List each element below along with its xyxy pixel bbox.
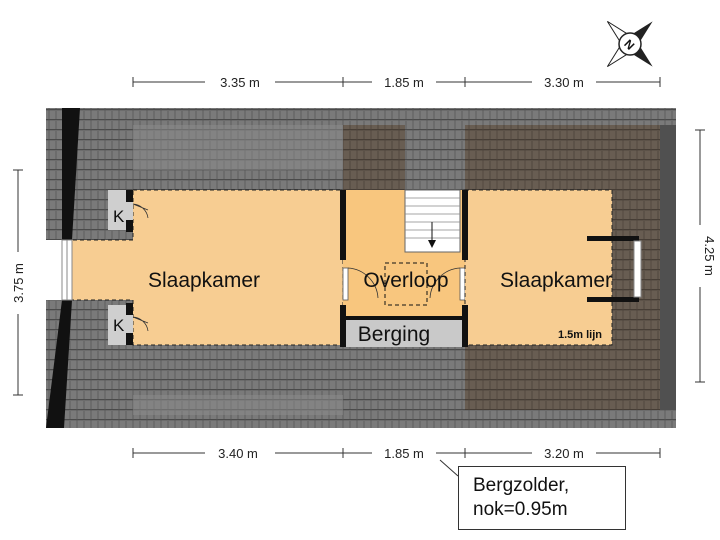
landing-door-right [429, 267, 461, 299]
dim-top-2: 1.85 m [384, 75, 424, 90]
dormer-wall-bottom [587, 297, 639, 302]
dim-bottom-1: 3.40 m [218, 446, 258, 461]
dim-left: 3.75 m [11, 263, 26, 303]
gable-wall-top [62, 108, 80, 240]
dim-bottom-3: 3.20 m [544, 446, 584, 461]
dimensions-top: 3.35 m 1.85 m 3.30 m [132, 74, 661, 90]
left-bedroom-label: Slaapkamer [148, 269, 260, 292]
dimensions-bottom: 3.40 m 1.85 m 3.20 m [132, 445, 661, 461]
compass-rose [606, 20, 653, 68]
storage-label: Berging [358, 323, 430, 346]
wall-storage [343, 316, 465, 320]
note-leader [439, 459, 459, 477]
dim-bottom-2: 1.85 m [384, 446, 424, 461]
landing-door-left [347, 267, 379, 299]
roof-brown-bottom-right [465, 345, 660, 410]
dimensions-right: 4.25 m [692, 129, 717, 383]
staircase [404, 189, 461, 253]
attic-note-line1: Bergzolder, [473, 475, 570, 496]
dormer-top-left [133, 125, 343, 170]
line-height-label: 1.5m lijn [558, 329, 602, 341]
landing-label: Overloop [363, 269, 448, 292]
storage: Berging [343, 320, 465, 347]
closet-top-label: K [113, 207, 125, 226]
walls [340, 190, 468, 347]
hatch [384, 262, 428, 306]
wall-right-landing-top [462, 190, 468, 260]
dim-top-1: 3.35 m [220, 75, 260, 90]
dormer-wall-top [587, 236, 639, 241]
right-bedroom-floor [464, 189, 613, 346]
dim-right: 4.25 m [702, 236, 717, 276]
dim-top-3: 3.30 m [544, 75, 584, 90]
dimensions-left: 3.75 m [10, 169, 26, 396]
roof-brown-top-mid [343, 125, 405, 190]
right-bedroom-label: Slaapkamer [500, 269, 612, 292]
attic-note: Bergzolder, nok=0.95m [458, 466, 626, 530]
dormer-window [633, 240, 642, 298]
closet-bottom-door [132, 316, 149, 332]
closet-bottom-label: K [113, 316, 125, 335]
attic-note-line2: nok=0.95m [473, 499, 568, 520]
storage-floor [343, 320, 465, 347]
wall-right-landing-bottom [462, 305, 468, 347]
right-roof-edge [660, 125, 676, 410]
wall-left-landing-bottom [340, 305, 346, 347]
closet-top-door [132, 203, 149, 219]
landing: Overloop [342, 189, 466, 320]
wall-left-landing-top [340, 190, 346, 260]
right-bedroom: Slaapkamer 1.5m lijn [464, 189, 642, 346]
dormer-bottom-left [133, 395, 343, 415]
gable-wall-bottom [46, 300, 72, 428]
